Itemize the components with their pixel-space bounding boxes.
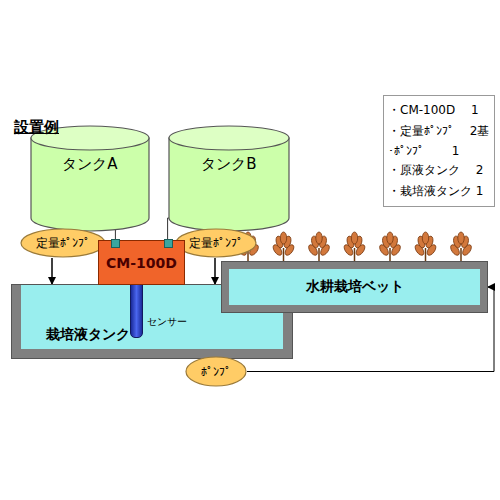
node-label: CM-100D: [106, 255, 177, 271]
pump-ellipse: [21, 229, 105, 257]
text-group: 定量ﾎﾟﾝﾌﾟ: [36, 235, 90, 252]
dosing-pump: 定量ﾎﾟﾝﾌﾟ: [175, 228, 257, 258]
pump-ellipse: [176, 229, 256, 257]
plant: [449, 232, 473, 262]
terminal: [164, 239, 173, 248]
circulation-pump: ﾎﾟﾝﾌﾟ: [185, 356, 247, 387]
text-group: 栽培液タンク: [46, 326, 130, 344]
node-label: センサー: [147, 315, 187, 329]
parts-list-item: ・ﾎﾟﾝﾌﾟ 1: [388, 144, 489, 158]
flow-arrow: [51, 258, 53, 285]
parts-list-item: ・原液タンク 2: [388, 162, 489, 179]
parts-list-item: ・CM-100D 1: [388, 102, 489, 119]
text-group: タンクB: [201, 155, 256, 174]
terminal: [111, 239, 120, 248]
controller-box: CM-100D: [98, 240, 185, 285]
parts-list: ・CM-100D 1 ・定量ﾎﾟﾝﾌﾟ 2基・ﾎﾟﾝﾌﾟ 1 ・原液タンク 2 ・栽培…: [383, 95, 495, 207]
tank-body: [169, 138, 289, 231]
node-label: 定量ﾎﾟﾝﾌﾟ: [36, 235, 90, 252]
title: 設置例: [14, 118, 59, 137]
stock-tank: タンクA: [30, 125, 150, 231]
plant: [413, 232, 437, 262]
plant: [307, 232, 331, 262]
node-label: タンクB: [201, 155, 256, 174]
text-group: ﾎﾟﾝﾌﾟ: [201, 365, 231, 379]
node-label: タンクA: [62, 155, 117, 174]
plant: [378, 232, 402, 262]
text-group: タンクA: [62, 155, 117, 174]
tank-outline: [30, 125, 150, 231]
node-label: 水耕栽培ベット: [306, 278, 404, 296]
node-label: 定量ﾎﾟﾝﾌﾟ: [189, 235, 243, 252]
sensor: センサー: [130, 280, 143, 338]
dosing-pump: 定量ﾎﾟﾝﾌﾟ: [20, 228, 106, 258]
text-group: 水耕栽培ベット: [306, 278, 404, 296]
plant: [271, 232, 295, 262]
text-group: CM-100D: [106, 255, 177, 271]
plant: [342, 232, 366, 262]
parts-list-item: ・定量ﾎﾟﾝﾌﾟ 2基: [388, 123, 489, 140]
text-group: センサー: [147, 315, 187, 329]
text-group: ・CM-100D 1 ・定量ﾎﾟﾝﾌﾟ 2基・ﾎﾟﾝﾌﾟ 1 ・原液タンク 2 ・栽培…: [388, 102, 489, 200]
tank-body: [31, 138, 149, 231]
stock-tank: タンクB: [168, 125, 290, 231]
hydroponic-bed: 水耕栽培ベット: [222, 262, 487, 312]
tank-outline: [168, 125, 290, 231]
parts-list-item: ・栽培液タンク 1: [388, 183, 489, 200]
node-label: 栽培液タンク: [46, 326, 130, 344]
tank-lid: [169, 126, 289, 150]
node-label: ﾎﾟﾝﾌﾟ: [201, 365, 231, 379]
flow-arrow: [214, 258, 216, 285]
text-group: 定量ﾎﾟﾝﾌﾟ: [189, 235, 243, 252]
pump-ellipse: [186, 357, 246, 386]
